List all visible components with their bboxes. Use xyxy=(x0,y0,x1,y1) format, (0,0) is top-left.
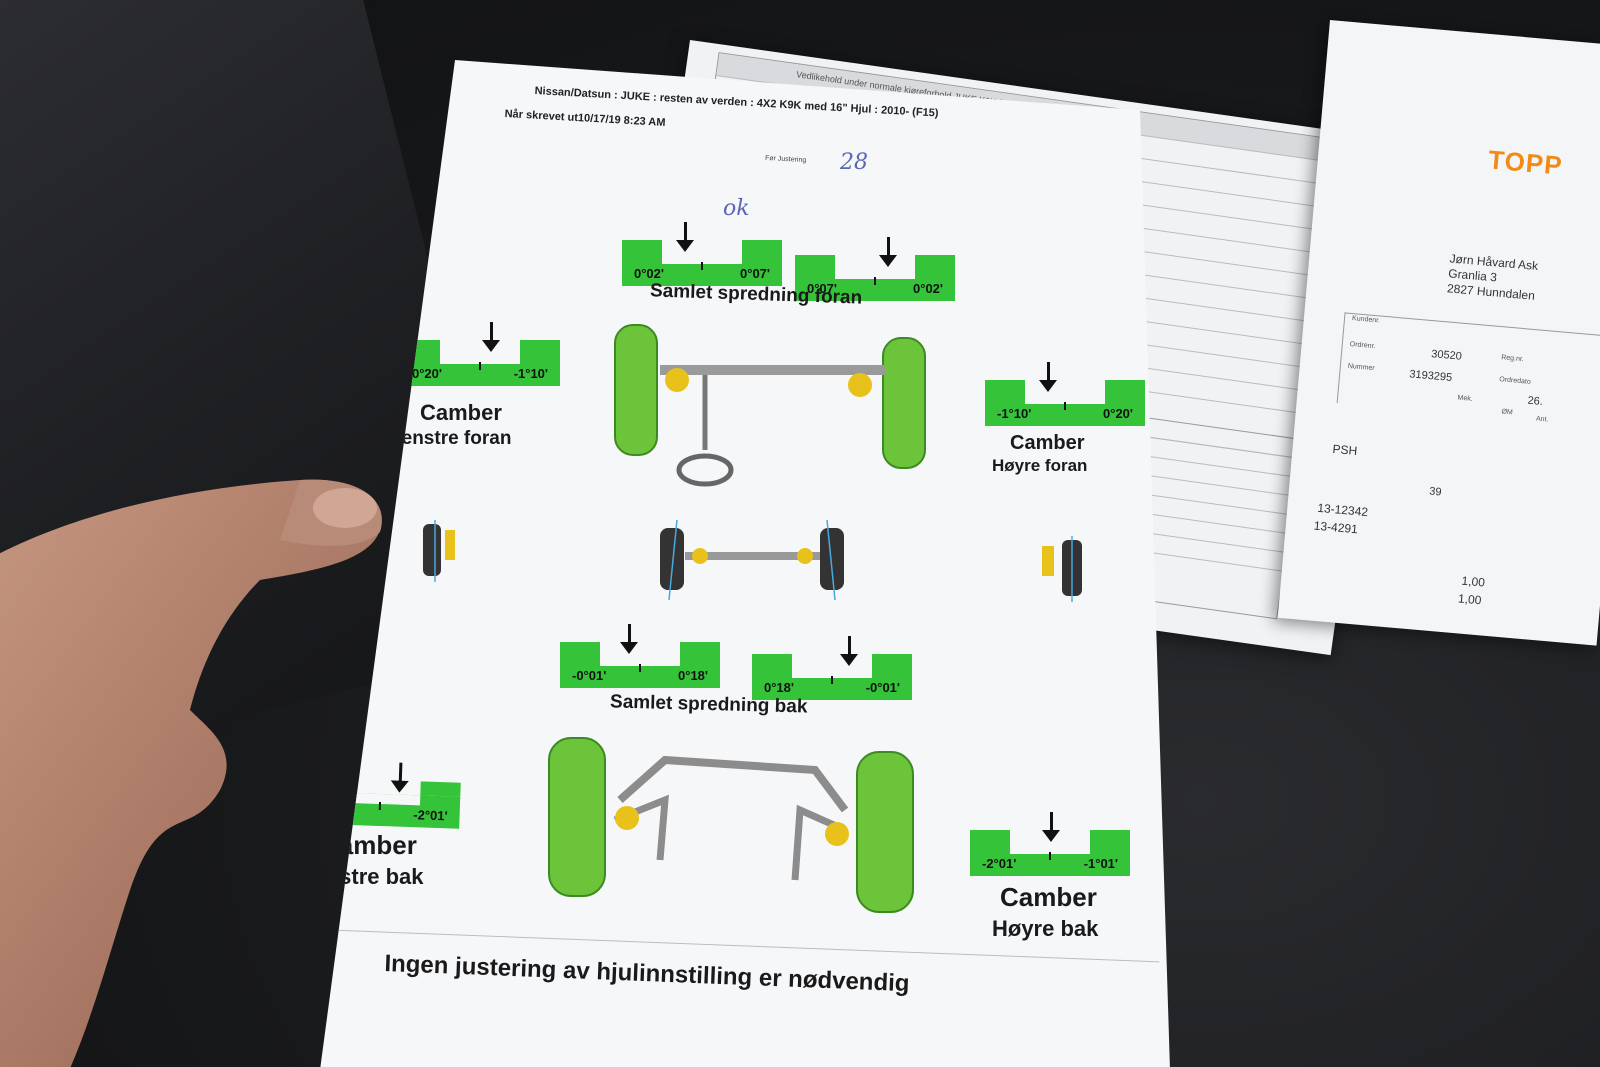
amount-1: 1,00 xyxy=(1461,573,1486,590)
camber-front-right-title: Camber xyxy=(1010,432,1085,454)
gauge-value: -1°10' xyxy=(997,406,1032,421)
rear-axle-top-view xyxy=(660,520,844,600)
front-right-wheel xyxy=(882,337,926,469)
om-label: ØM xyxy=(1501,408,1514,417)
part-number-1: 13-12342 xyxy=(1316,500,1369,520)
gauge-value: 0°18' xyxy=(678,668,708,683)
invoice-sheet: TOPP Jørn Håvard Ask Granlia 3 2827 Hunn… xyxy=(1277,20,1600,646)
front-axle-illustration xyxy=(614,324,926,487)
gauge-value: 0°02' xyxy=(634,266,664,281)
rear-left-toe-gauge: -0°01' 0°18' xyxy=(560,624,720,688)
mek-label: Mek. xyxy=(1457,394,1473,403)
camber-rear-right-subtitle: Høyre bak xyxy=(992,916,1099,941)
wheel-alignment-report: Nissan/Datsun : JUKE : resten av verden … xyxy=(320,60,1170,1067)
gauge-value: -1°01' xyxy=(1083,856,1118,871)
handwritten-number: 28 xyxy=(840,150,868,175)
gauge-value: -2°01' xyxy=(982,856,1017,871)
conclusion-text: Ingen justering av hjulinnstilling er nø… xyxy=(383,950,910,998)
front-right-strut xyxy=(848,373,872,397)
rear-right-wheel xyxy=(856,751,914,913)
topp-logo: TOPP xyxy=(1487,144,1564,181)
front-right-toe-gauge: 0°07' 0°02' xyxy=(795,237,955,301)
thumbnail xyxy=(313,488,377,528)
before-adjust-label: Før Justering xyxy=(764,154,807,165)
camber-front-left-subtitle: Venstre foran xyxy=(390,428,512,449)
part-number-2: 13-4291 xyxy=(1313,518,1359,537)
gauge-value: 0°20' xyxy=(412,366,442,381)
camber-front-left-title: Camber xyxy=(420,400,502,425)
rear-total-toe-caption: Samlet spredning bak xyxy=(609,691,808,718)
steering-wheel xyxy=(676,453,734,487)
gauge-value: 0°07' xyxy=(807,281,837,296)
rear-axle-illustration xyxy=(548,737,914,913)
gauge-value: 0°07' xyxy=(740,266,770,281)
gauge-value: 0°18' xyxy=(764,680,794,695)
gauge-value: 0°02' xyxy=(913,281,943,296)
front-subframe xyxy=(660,365,885,375)
camber-front-left-gauge: 0°20' -1°10' xyxy=(400,322,560,386)
gauge-value: -0°01' xyxy=(865,680,900,695)
amount-2: 1,00 xyxy=(1457,591,1482,608)
camber-rear-right-title: Camber xyxy=(1000,882,1097,912)
rear-right-side-view xyxy=(1042,536,1082,602)
front-left-strut xyxy=(665,368,689,392)
order-no: 30520 xyxy=(1430,348,1463,363)
handwritten-ok: ok xyxy=(723,196,750,221)
hand xyxy=(0,479,382,1067)
gauge-value: -1°10' xyxy=(513,366,548,381)
camber-front-right-subtitle: Høyre foran xyxy=(992,456,1088,475)
rear-right-toe-gauge: 0°18' -0°01' xyxy=(752,636,912,700)
gauge-value: -0°01' xyxy=(572,668,607,683)
gauge-value: -2°01' xyxy=(413,807,448,824)
rear-left-shock xyxy=(615,806,639,830)
front-left-wheel xyxy=(614,324,658,456)
customer-address: Jørn Håvard Ask Granlia 3 2827 Hunndalen xyxy=(1446,251,1538,304)
ant-label: Ant. xyxy=(1535,415,1549,424)
camber-rear-right-gauge: -2°01' -1°01' xyxy=(970,812,1130,876)
invoice-info-box xyxy=(1336,312,1600,429)
order-date: 26. xyxy=(1527,394,1544,408)
front-left-toe-gauge: 0°02' 0°07' xyxy=(622,222,782,286)
psh-code: PSH xyxy=(1332,441,1358,458)
rear-left-side-view xyxy=(423,520,455,582)
qty-39: 39 xyxy=(1428,485,1443,499)
report-print-date: Når skrevet ut10/17/19 8:23 AM xyxy=(504,108,666,129)
gauge-value: 0°20' xyxy=(1103,406,1133,421)
rear-right-shock xyxy=(825,822,849,846)
camber-front-right-gauge: -1°10' 0°20' xyxy=(985,362,1145,426)
rear-left-wheel xyxy=(548,737,606,897)
